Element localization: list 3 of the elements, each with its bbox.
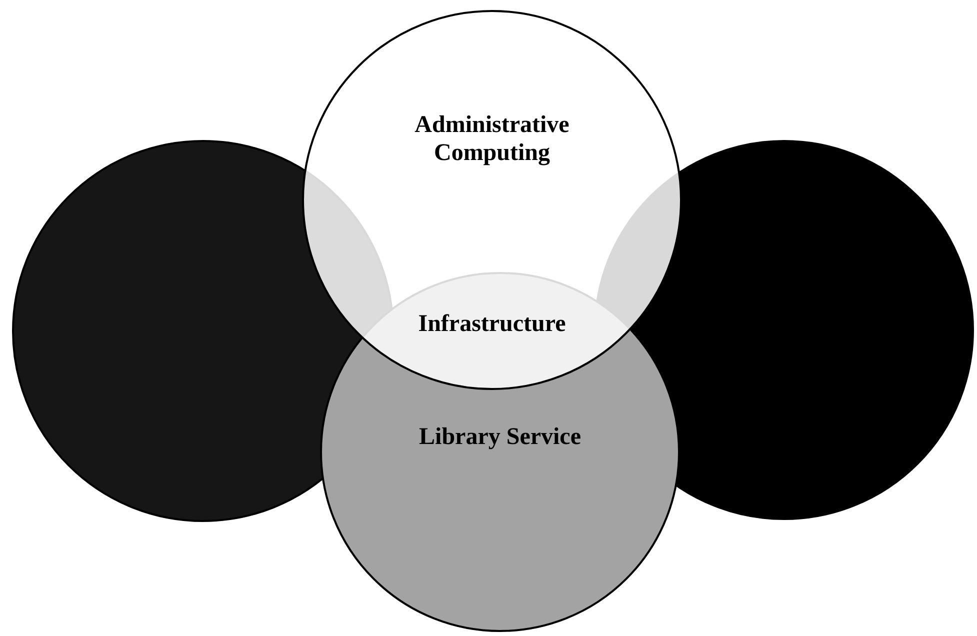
- overlap-label: Infrastructure: [417, 310, 567, 339]
- circle-label: Library Service: [418, 424, 582, 452]
- circle-label: Administrative Computing: [414, 112, 570, 168]
